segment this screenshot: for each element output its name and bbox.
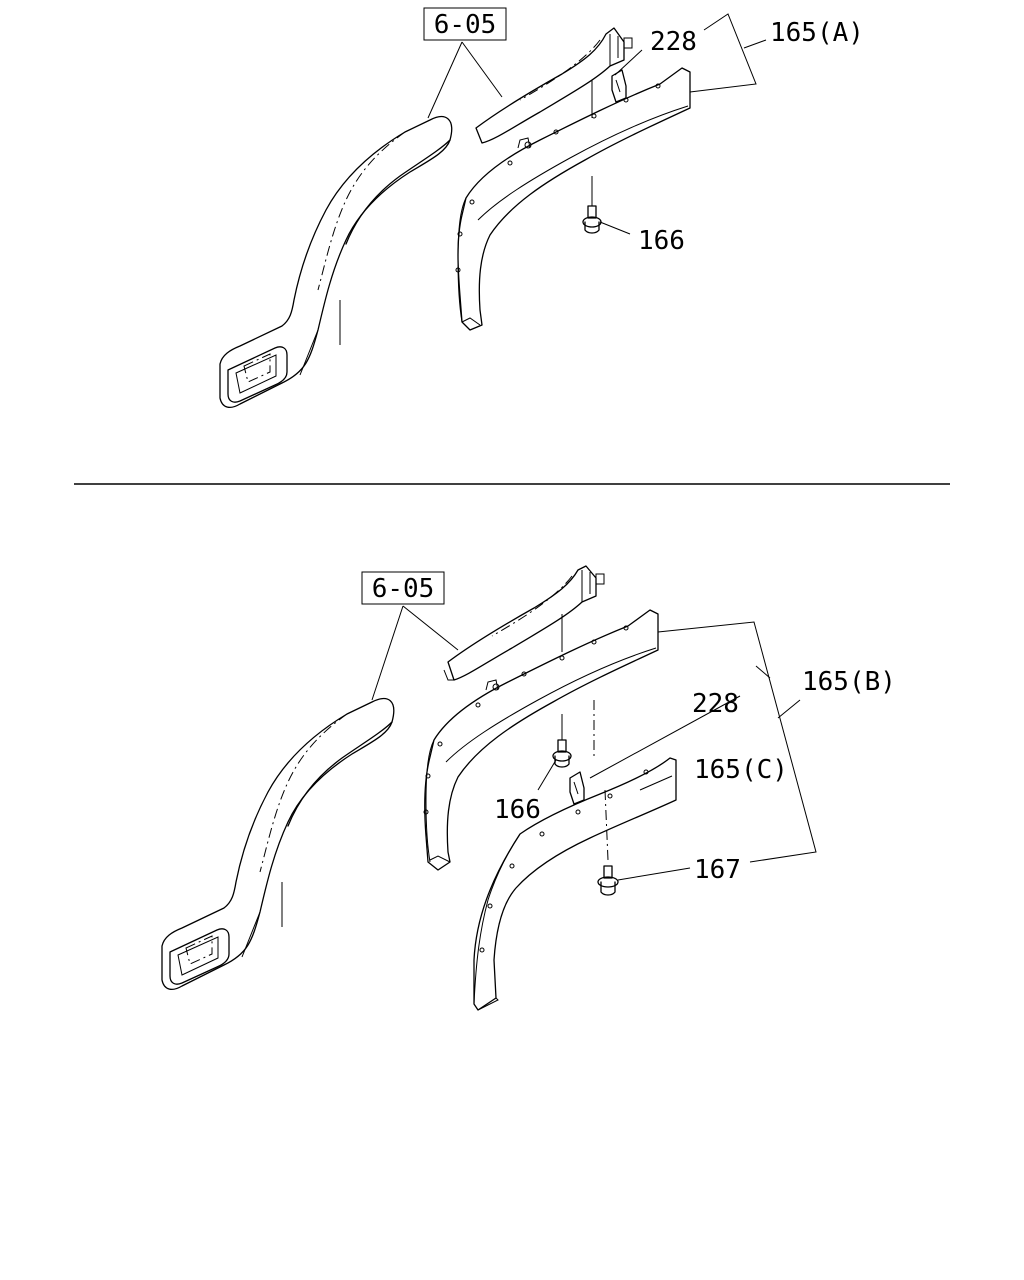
bottom-assembly: 6-05 [161, 565, 896, 1011]
bottom-label-228: 228 [692, 689, 739, 719]
bottom-ref-box-label: 6-05 [372, 574, 435, 604]
top-clip-228[interactable] [611, 69, 627, 103]
top-label-165a: 165(A) [770, 18, 864, 48]
bottom-bolt-167[interactable] [597, 865, 619, 896]
bottom-ref-box[interactable]: 6-05 [361, 571, 445, 605]
bottom-bolt-166[interactable] [552, 714, 572, 768]
top-label-228: 228 [650, 27, 697, 57]
bottom-upper-bracket [443, 565, 605, 681]
bottom-clip-228[interactable] [569, 771, 585, 805]
top-wheel-arch-panel [219, 116, 453, 409]
top-fender-flare-165a[interactable] [455, 67, 691, 331]
top-ref-box-label: 6-05 [434, 10, 497, 40]
top-ref-box[interactable]: 6-05 [423, 7, 507, 41]
top-upper-bracket [475, 27, 633, 144]
top-bolt-166[interactable] [582, 176, 602, 234]
bottom-flare-extension-165c[interactable] [473, 757, 677, 1011]
top-assembly: 6-05 [219, 7, 864, 409]
bottom-label-166: 166 [494, 795, 541, 825]
bottom-label-167: 167 [694, 855, 741, 885]
bottom-wheel-arch-panel [161, 698, 395, 991]
top-label-166: 166 [638, 226, 685, 256]
bottom-label-165c: 165(C) [694, 755, 788, 785]
bottom-fender-flare-165b[interactable] [423, 609, 659, 871]
bottom-label-165b: 165(B) [802, 667, 896, 697]
